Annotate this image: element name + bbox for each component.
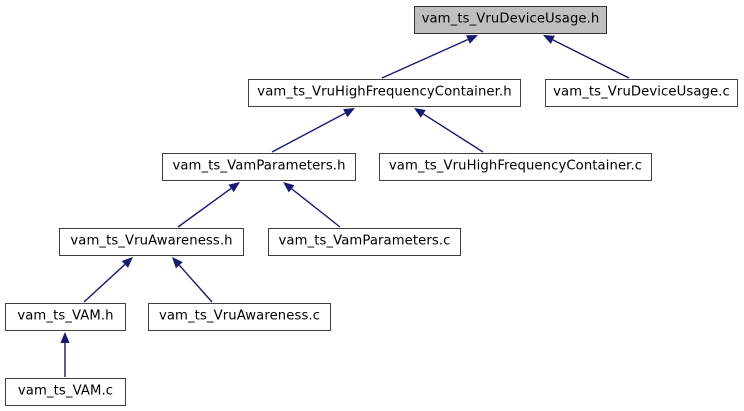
graph-node-label: vam_ts_VruDeviceUsage.h bbox=[421, 11, 600, 27]
graph-edge-arrowhead bbox=[543, 35, 555, 45]
graph-node-label: vam_ts_VruAwareness.c bbox=[158, 308, 321, 324]
graph-edge bbox=[177, 187, 232, 228]
graph-edge-arrowhead bbox=[466, 35, 478, 44]
graph-edge bbox=[83, 263, 126, 303]
graph-edge bbox=[178, 264, 213, 303]
graph-node-vam_parameters_h[interactable]: vam_ts_VamParameters.h bbox=[162, 153, 356, 181]
graph-edge bbox=[291, 188, 341, 228]
graph-node-label: vam_ts_VAM.c bbox=[17, 383, 114, 399]
graph-node-vam_h[interactable]: vam_ts_VAM.h bbox=[5, 303, 126, 331]
graph-node-vru_device_usage_c[interactable]: vam_ts_VruDeviceUsage.c bbox=[545, 79, 738, 107]
graph-node-vru_awareness_c[interactable]: vam_ts_VruAwareness.c bbox=[148, 303, 331, 331]
graph-node-label: vam_ts_VAM.h bbox=[17, 308, 114, 324]
graph-node-label: vam_ts_VruHighFrequencyContainer.c bbox=[388, 158, 643, 174]
graph-node-vru_hfc_h[interactable]: vam_ts_VruHighFrequencyContainer.h bbox=[248, 79, 521, 107]
graph-edge-arrowhead bbox=[60, 332, 70, 343]
graph-node-label: vam_ts_VamParameters.h bbox=[172, 158, 346, 174]
graph-edge bbox=[381, 38, 469, 79]
graph-node-vru_device_usage_h[interactable]: vam_ts_VruDeviceUsage.h bbox=[414, 6, 607, 34]
graph-edge bbox=[271, 112, 346, 153]
graph-edge-arrowhead bbox=[343, 108, 355, 118]
graph-edge bbox=[552, 39, 630, 79]
graph-edge-arrowhead bbox=[121, 257, 133, 268]
graph-node-vam_c[interactable]: vam_ts_VAM.c bbox=[5, 378, 126, 406]
graph-edge-arrowhead bbox=[414, 108, 426, 118]
graph-edge-arrowhead bbox=[228, 182, 240, 193]
graph-node-label: vam_ts_VruHighFrequencyContainer.h bbox=[257, 84, 512, 100]
graph-node-vru_awareness_h[interactable]: vam_ts_VruAwareness.h bbox=[59, 228, 244, 256]
graph-node-vam_parameters_c[interactable]: vam_ts_VamParameters.c bbox=[268, 228, 461, 256]
graph-node-label: vam_ts_VamParameters.c bbox=[278, 233, 451, 249]
graph-edge-arrowhead bbox=[283, 182, 295, 193]
graph-node-vru_hfc_c[interactable]: vam_ts_VruHighFrequencyContainer.c bbox=[379, 153, 652, 181]
graph-edge-arrowhead bbox=[172, 257, 183, 269]
graph-edge bbox=[422, 113, 484, 153]
graph-node-label: vam_ts_VruDeviceUsage.c bbox=[553, 84, 730, 100]
graph-node-label: vam_ts_VruAwareness.h bbox=[70, 233, 233, 249]
